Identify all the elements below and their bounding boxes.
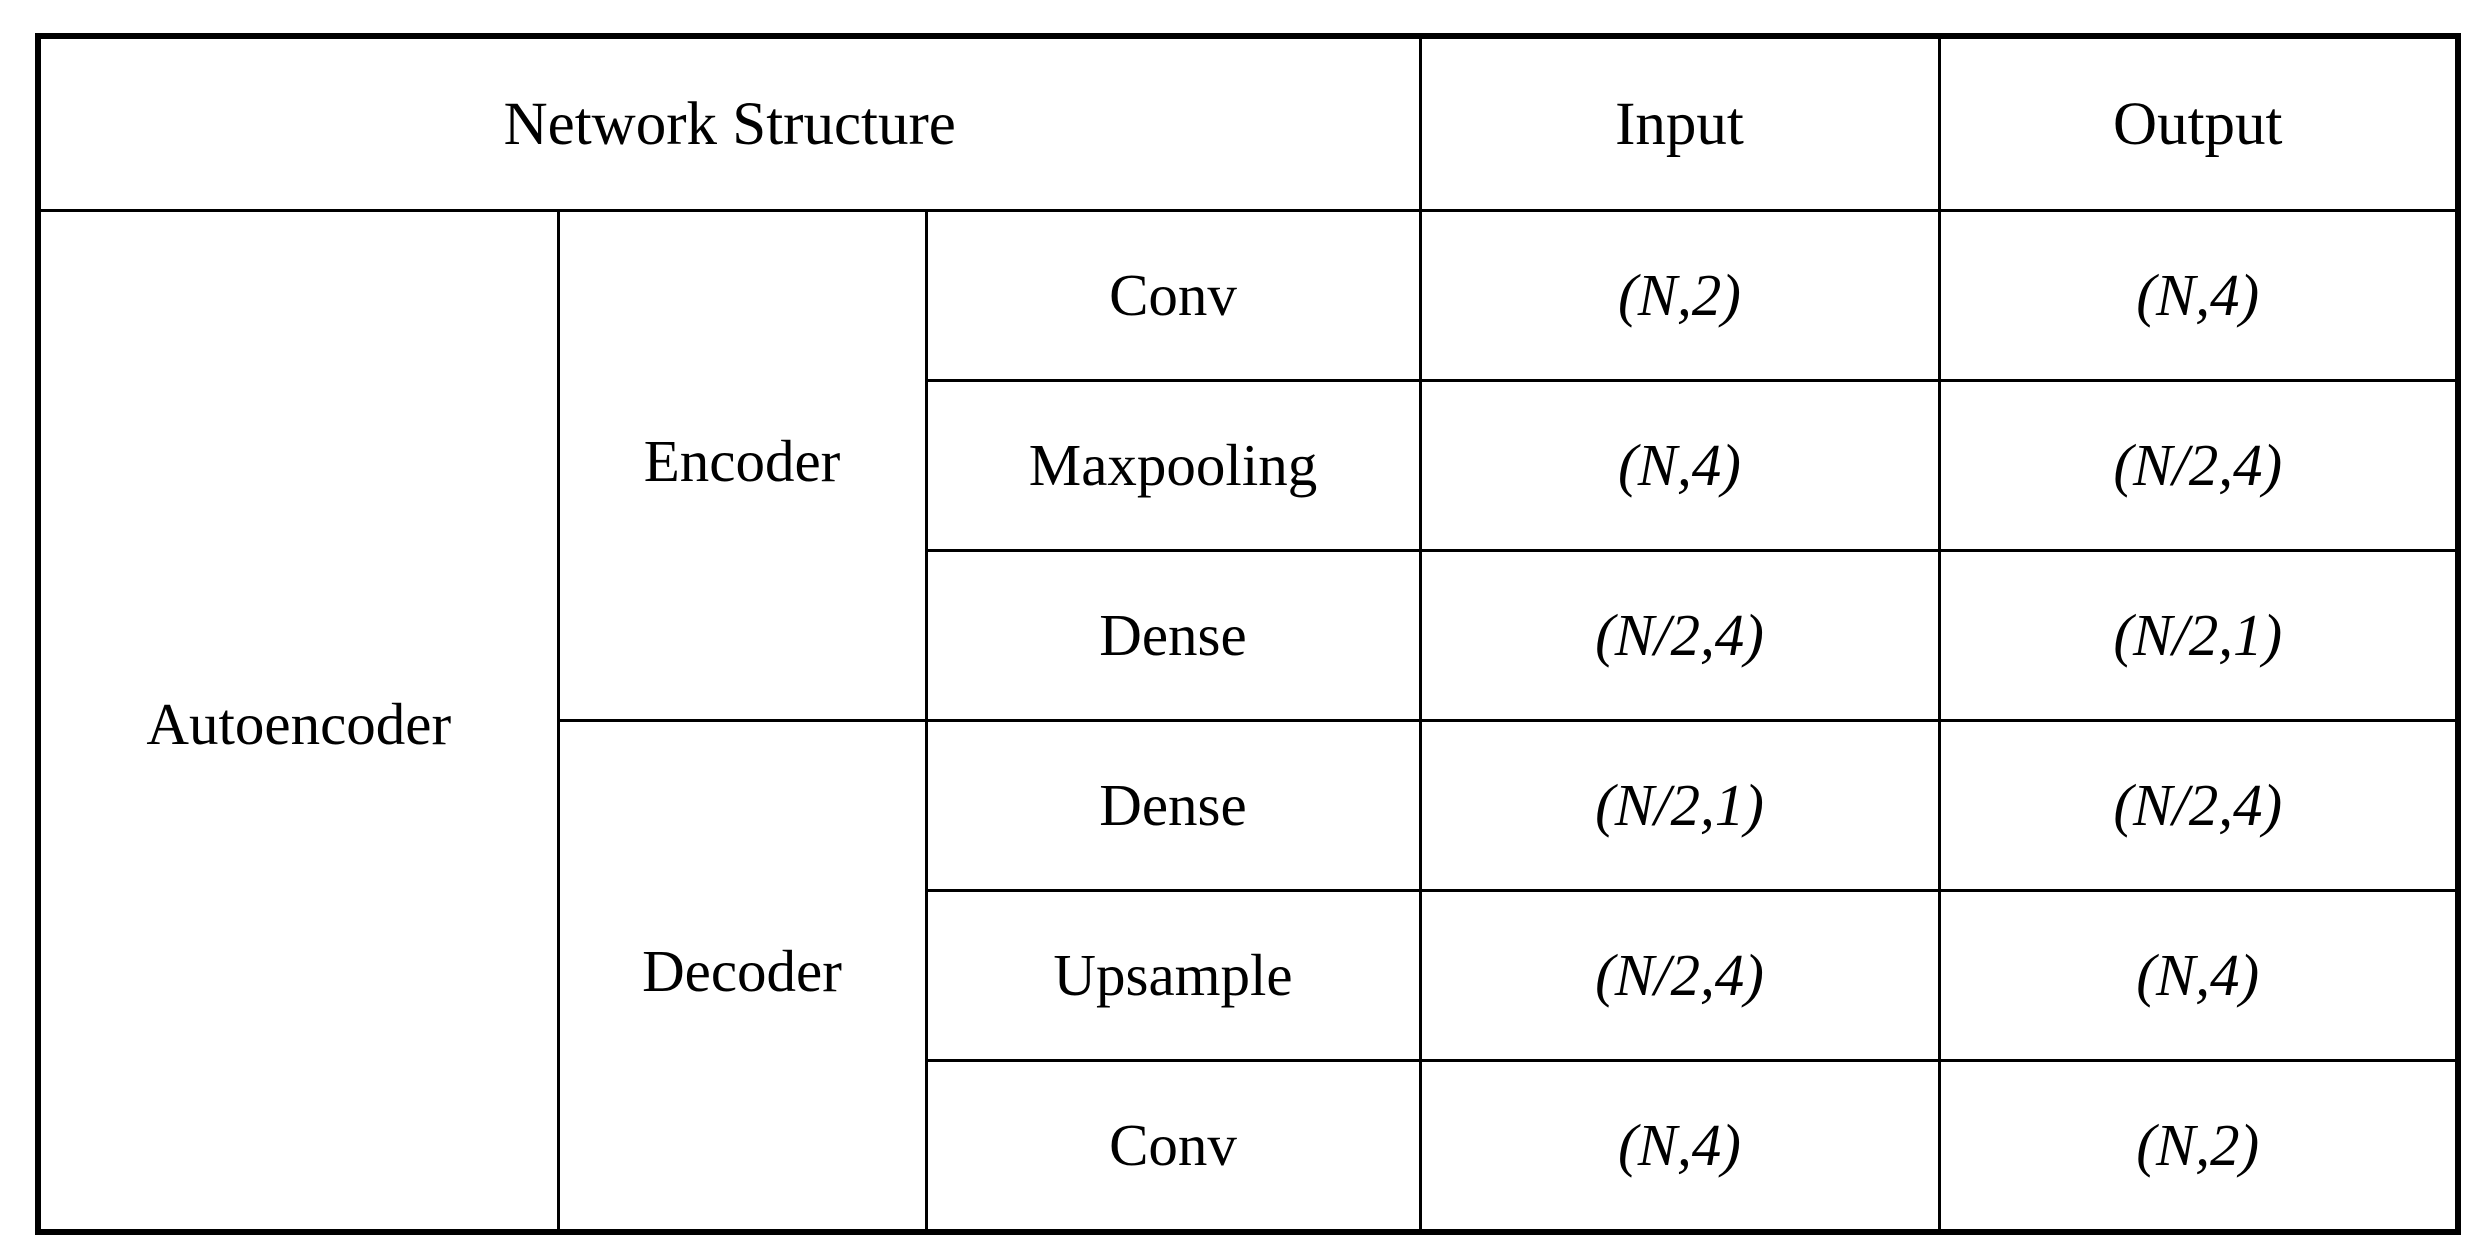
layer-name-cell: Dense: [924, 719, 1422, 892]
model-name-label: Autoencoder: [146, 691, 452, 757]
layer-input-cell: (N/2,4): [1418, 889, 1941, 1062]
part-label-encoder: Encoder: [643, 428, 841, 494]
layer-output-cell: (N,2): [1937, 1059, 2460, 1234]
table-row: Conv (N,4) (N,2): [38, 1059, 2460, 1234]
header-network-structure: Network Structure: [36, 34, 1422, 212]
model-name-cell: Autoencoder: [36, 209, 560, 1234]
layer-output-cell: (N,4): [1937, 209, 2460, 382]
layer-input-cell: (N/2,4): [1418, 549, 1941, 722]
table-row: Upsample (N/2,4) (N,4): [38, 889, 2460, 1062]
layer-input-cell: (N,4): [1418, 379, 1941, 552]
table-row: Autoencoder Encoder Conv (N,2) (N,4): [36, 209, 2460, 1234]
layer-name-cell: Dense: [924, 549, 1422, 722]
layer-input-cell: (N/2,1): [1418, 719, 1941, 892]
table-row: Decoder Dense (N/2,1) (N/2,4): [38, 719, 2460, 1234]
part-label-decoder: Decoder: [642, 938, 842, 1004]
layer-output-cell: (N/2,4): [1937, 379, 2460, 552]
header-output: Output: [1937, 34, 2460, 212]
header-input: Input: [1418, 34, 1941, 212]
layer-input-cell: (N,4): [1418, 1059, 1941, 1234]
network-structure-table-container: Network Structure Input Output Autoencod…: [35, 33, 2461, 1235]
layer-output-cell: (N/2,1): [1937, 549, 2460, 722]
layer-input-cell: (N,2): [1418, 209, 1941, 382]
layer-name-cell: Conv: [924, 209, 1422, 382]
table-row: Maxpooling (N,4) (N/2,4): [38, 379, 2460, 552]
layer-name-cell: Conv: [924, 1059, 1422, 1234]
table-header-row: Network Structure Input Output: [36, 34, 2460, 212]
layer-name-cell: Upsample: [924, 889, 1422, 1062]
network-structure-table: Network Structure Input Output Autoencod…: [35, 33, 2461, 1235]
layer-output-cell: (N/2,4): [1937, 719, 2460, 892]
layer-output-cell: (N,4): [1937, 889, 2460, 1062]
table-row: Dense (N/2,4) (N/2,1): [38, 549, 2460, 722]
part-cell-decoder: Decoder: [556, 719, 928, 1234]
layer-name-cell: Maxpooling: [924, 379, 1422, 552]
part-cell-encoder: Encoder: [556, 209, 928, 722]
